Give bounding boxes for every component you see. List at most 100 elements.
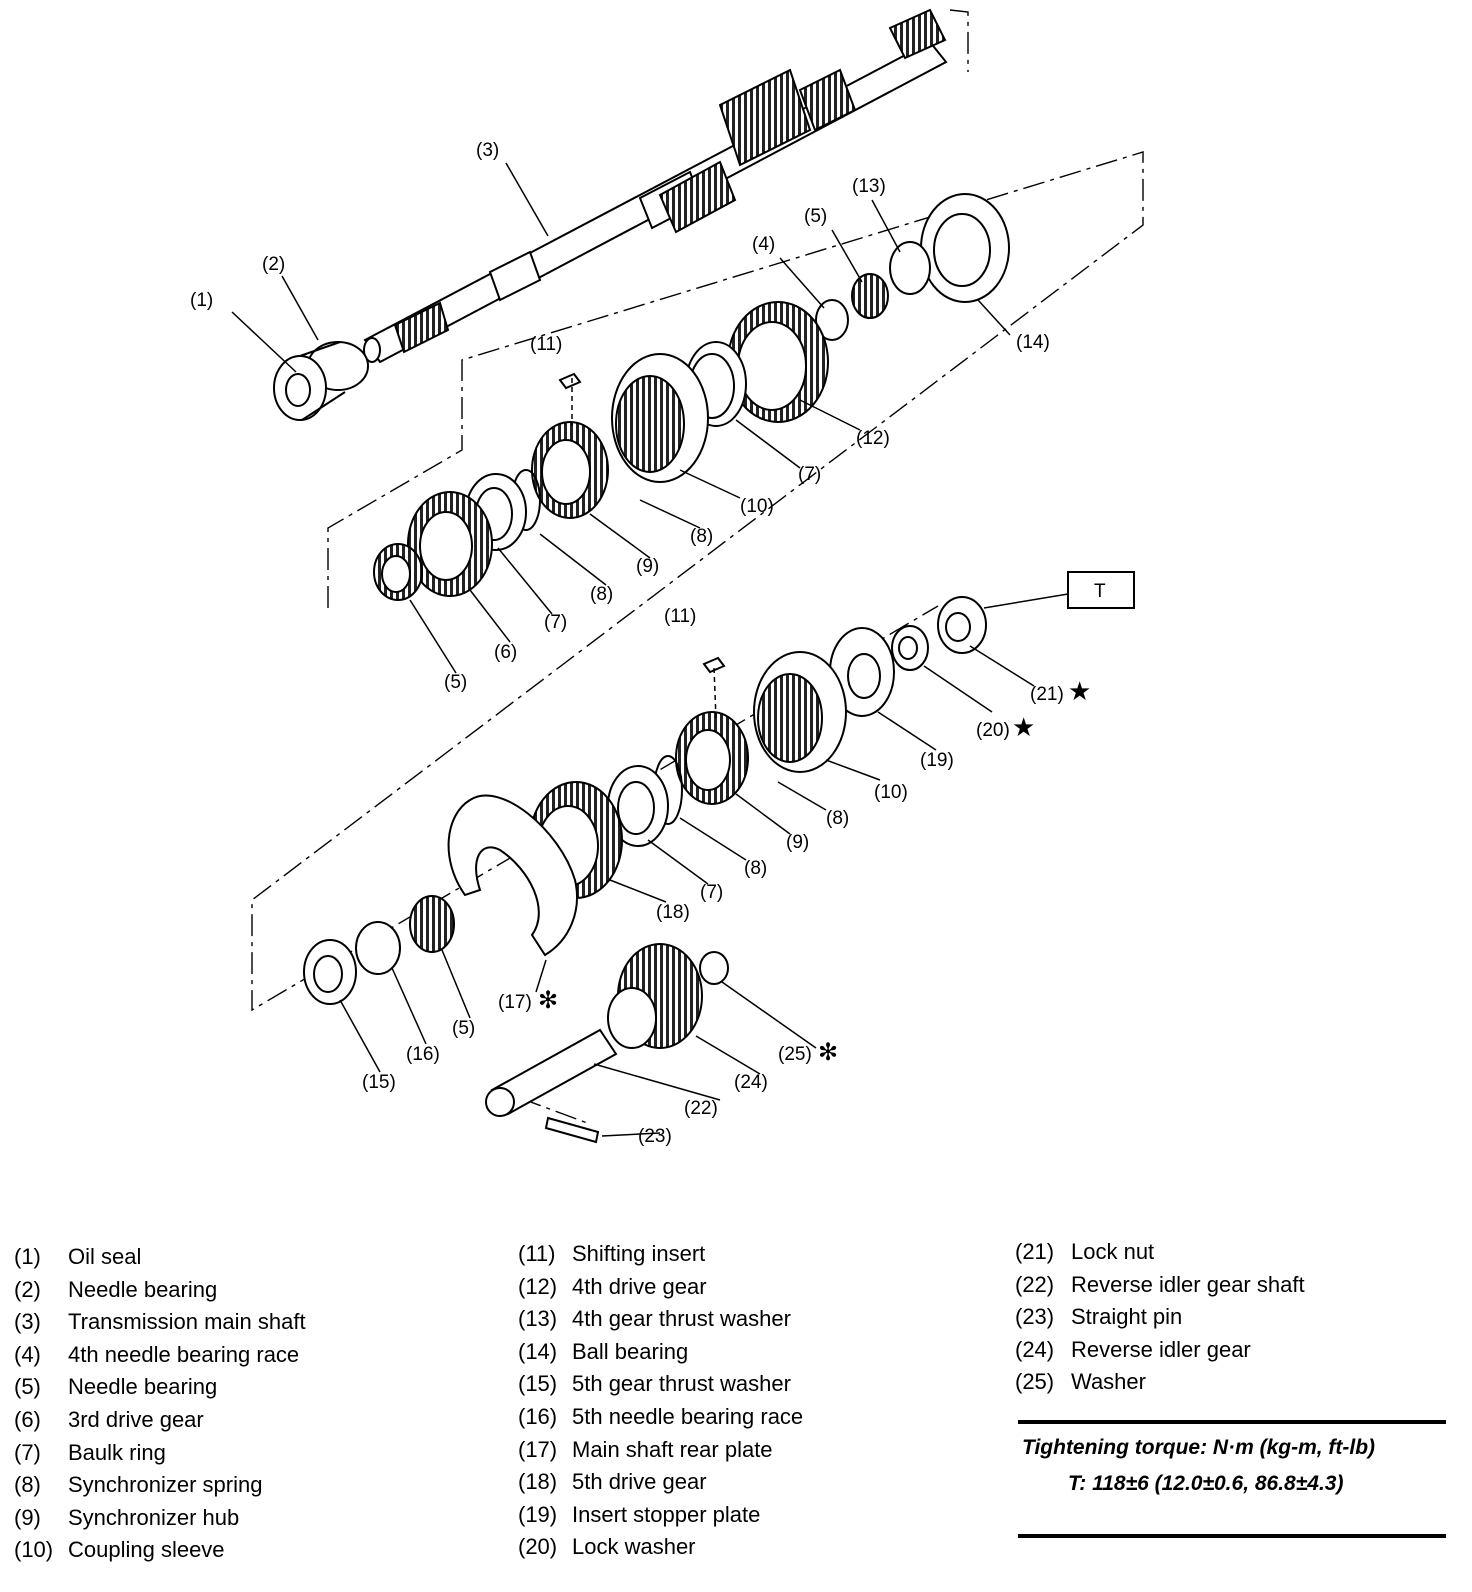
callout-25: (25) (778, 1044, 812, 1065)
callout-24: (24) (734, 1072, 768, 1093)
legend-item-label: Oil seal (68, 1244, 142, 1269)
legend-item-number: (2) (14, 1276, 41, 1302)
legend-item-label: Shifting insert (572, 1241, 706, 1266)
legend-item-label: Insert stopper plate (572, 1501, 761, 1527)
legend-item: (21) Lock nut (1015, 1236, 1305, 1269)
star-21-marker: ★ (1068, 677, 1091, 707)
legend-item-number: (9) (14, 1504, 41, 1530)
legend-item-number: (22) (1015, 1271, 1055, 1297)
star-20-marker: ★ (1012, 713, 1035, 743)
callout-15: (15) (362, 1072, 396, 1093)
legend-item-label: Reverse idler gear (1071, 1336, 1251, 1362)
legend-item-label: Synchronizer spring (68, 1472, 263, 1498)
legend-column-3: (21) Lock nut (22)Reverse idler gear shaft… (1015, 1236, 1305, 1399)
callout-5c: (5) (452, 1018, 475, 1039)
legend-item-label: 4th needle bearing race (68, 1341, 300, 1367)
legend-item-label: Ball bearing (572, 1338, 689, 1364)
legend-item-label: 4th gear thrust washer (572, 1306, 791, 1332)
legend-item-label: Synchronizer hub (68, 1504, 240, 1530)
legend-item-number: (23) (1015, 1304, 1055, 1330)
legend-item-number: (3) (14, 1309, 41, 1335)
legend-item: (9) Synchronizer hub (14, 1502, 306, 1535)
callout-22: (22) (684, 1098, 718, 1119)
leader-lines (231, 162, 1069, 1137)
legend-item-number: (12) (518, 1273, 558, 1299)
legend-item-number: (18) (518, 1469, 558, 1495)
legend-item: (23) Straight pin (1015, 1301, 1305, 1334)
legend-item: (15) 5th gear thrust washer (518, 1368, 803, 1401)
legend-item: (17)Main shaft rear plate (518, 1434, 803, 1467)
callout-5a: (5) (804, 206, 827, 227)
callout-8a: (8) (690, 526, 713, 547)
legend-item-label: Lock washer (572, 1534, 696, 1560)
legend-item-number: (1) (14, 1244, 41, 1269)
asterisk-17-marker: ✻ (538, 986, 558, 1014)
legend-item: (10)Coupling sleeve (14, 1534, 306, 1567)
callout-9b: (9) (786, 832, 809, 853)
exploded-parts-diagram: (1) (2) (3) (4) (5) (13) (11) (14) (12) … (190, 8, 1144, 1147)
legend-item-label: Washer (1071, 1369, 1146, 1395)
legend-item-number: (16) (518, 1403, 558, 1429)
legend-item-number: (10) (14, 1537, 54, 1563)
torque-callout-box (1067, 571, 1135, 609)
legend-item: (25)Washer (1015, 1366, 1305, 1399)
legend-item-number: (20) (518, 1534, 558, 1560)
callout-20: (20) (976, 720, 1010, 741)
legend-item: (11)Shifting insert (518, 1238, 803, 1271)
callout-1: (1) (190, 290, 213, 311)
legend-item: (6) 3rd drive gear (14, 1404, 306, 1437)
callout-8c: (8) (826, 808, 849, 829)
legend-item-label: 3rd drive gear (68, 1406, 204, 1432)
callout-19: (19) (920, 750, 954, 771)
callout-7a: (7) (798, 464, 821, 485)
legend-item-number: (8) (14, 1472, 41, 1498)
callout-2: (2) (262, 254, 285, 275)
callout-18: (18) (656, 902, 690, 923)
legend-item-label: Lock nut (1071, 1239, 1155, 1264)
callout-9a: (9) (636, 556, 659, 577)
callout-10b: (10) (874, 782, 908, 803)
legend-item: (22)Reverse idler gear shaft (1015, 1269, 1305, 1302)
callout-5b: (5) (444, 672, 467, 693)
callout-7b: (7) (544, 612, 567, 633)
callout-12: (12) (856, 428, 890, 449)
callout-labels: (1) (2) (3) (4) (5) (13) (11) (14) (12) … (190, 140, 1106, 1147)
callout-21: (21) (1030, 684, 1064, 705)
legend-item-label: 4th drive gear (572, 1273, 707, 1299)
legend-item: (8) Synchronizer spring (14, 1469, 306, 1502)
legend-item: (24) Reverse idler gear (1015, 1334, 1305, 1367)
legend-item: (18)5th drive gear (518, 1466, 803, 1499)
callout-11a: (11) (530, 334, 562, 355)
legend-item-label: 5th needle bearing race (572, 1403, 804, 1429)
legend-item-number: (24) (1015, 1336, 1055, 1362)
callout-14: (14) (1016, 332, 1050, 353)
callout-23: (23) (638, 1126, 672, 1147)
callout-7c: (7) (700, 882, 723, 903)
legend-column-2: (11)Shifting insert(12) 4th drive gear (13… (518, 1238, 803, 1564)
oil-seal-part (273, 341, 369, 421)
main-shaft (363, 8, 948, 364)
legend-item-label: Main shaft rear plate (572, 1436, 773, 1462)
legend-item-number: (4) (14, 1341, 41, 1367)
callout-3: (3) (476, 140, 499, 161)
legend-item-label: 5th gear thrust washer (572, 1371, 791, 1397)
callout-13: (13) (852, 176, 886, 197)
legend-item-number: (6) (14, 1406, 41, 1432)
callout-10a: (10) (740, 496, 774, 517)
legend-column-1: (1)Oil seal(2)Needle bearing(3)Transmiss… (14, 1241, 306, 1567)
callout-16: (16) (406, 1044, 440, 1065)
legend-item-number: (21) (1015, 1239, 1055, 1264)
legend-item-number: (14) (518, 1338, 558, 1364)
legend-item-number: (5) (14, 1374, 41, 1400)
legend-item: (13) 4th gear thrust washer (518, 1303, 803, 1336)
legend-item: (19)Insert stopper plate (518, 1499, 803, 1532)
torque-value: T: 118±6 (12.0±0.6, 86.8±4.3) (1068, 1472, 1344, 1495)
legend-item-number: (15) (518, 1371, 558, 1397)
legend-item: (2) Needle bearing (14, 1274, 306, 1307)
lower-gear-stack (303, 596, 987, 1144)
legend-item-label: Straight pin (1071, 1304, 1183, 1330)
assembly-centerlines (251, 9, 1144, 1125)
legend-item-number: (13) (518, 1306, 558, 1332)
legend-item: (4) 4th needle bearing race (14, 1339, 306, 1372)
legend-item-label: Needle bearing (68, 1276, 218, 1302)
